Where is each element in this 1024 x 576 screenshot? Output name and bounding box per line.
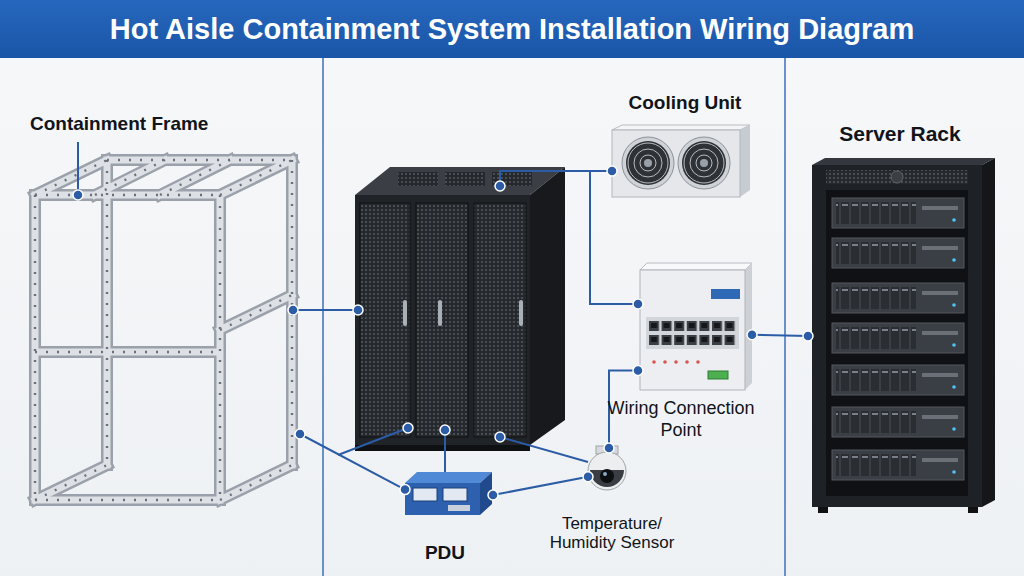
component-node: Containment Frame bbox=[30, 150, 300, 505]
connection-dot bbox=[400, 485, 410, 495]
component-label: PDU bbox=[400, 542, 490, 564]
wire-connector bbox=[300, 434, 405, 490]
leader-line bbox=[77, 142, 79, 192]
wire bbox=[293, 171, 590, 472]
sensor-drawing bbox=[588, 446, 626, 490]
wire-connector bbox=[590, 171, 638, 304]
connection-dot bbox=[288, 181, 505, 442]
component-label: Server Rack bbox=[820, 122, 980, 147]
connection-dot bbox=[604, 443, 614, 453]
component-node: Temperature/ Humidity Sensor bbox=[588, 448, 630, 496]
component-node: PDU bbox=[405, 468, 493, 522]
connection-dot bbox=[488, 490, 498, 500]
component-label: Containment Frame bbox=[30, 113, 270, 135]
connection-dot bbox=[583, 472, 593, 482]
wire-connector bbox=[493, 477, 588, 495]
component-label: Cooling Unit bbox=[615, 92, 755, 114]
wire-connector bbox=[752, 335, 808, 336]
containment-frame-drawing bbox=[35, 160, 292, 500]
component-node: Wiring Connection Point bbox=[638, 263, 752, 391]
cooling-unit-drawing bbox=[612, 125, 750, 197]
component-node: Cooling Unit bbox=[612, 125, 750, 197]
title-bar: Hot Aisle Containment System Installatio… bbox=[0, 0, 1024, 58]
divider-line bbox=[784, 58, 786, 576]
connection-dot bbox=[803, 331, 813, 341]
diagram-title: Hot Aisle Containment System Installatio… bbox=[110, 13, 914, 46]
server-rack-drawing bbox=[812, 158, 995, 513]
connection-dot bbox=[295, 429, 305, 439]
connection-dot bbox=[633, 299, 643, 309]
connection-dot bbox=[633, 366, 643, 376]
component-node: Server Rack bbox=[808, 160, 995, 512]
switch-drawing bbox=[640, 263, 752, 390]
connection-dot bbox=[73, 190, 83, 200]
divider-line bbox=[322, 58, 324, 576]
connection-dot bbox=[747, 330, 757, 340]
pdu-drawing bbox=[405, 472, 492, 515]
component-label: Temperature/ Humidity Sensor bbox=[532, 514, 692, 552]
connection-dot bbox=[607, 166, 617, 176]
cabinet-drawing bbox=[355, 167, 565, 451]
component-label: Wiring Connection Point bbox=[596, 398, 766, 442]
